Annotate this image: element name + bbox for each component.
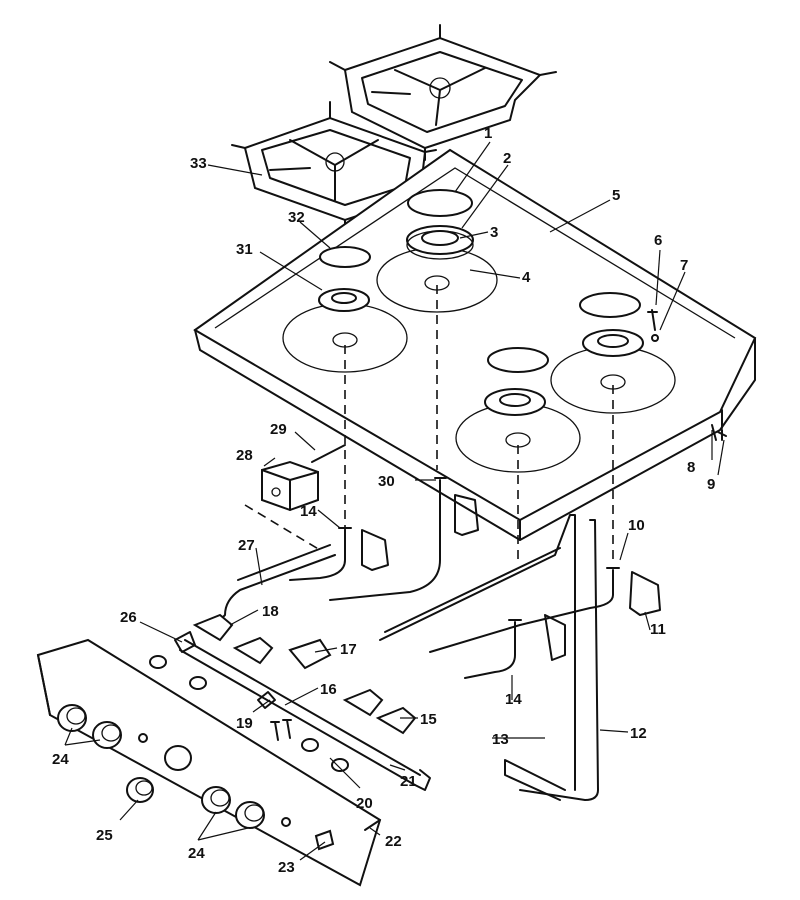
valve-manifold (179, 639, 431, 791)
grommet-7 (651, 334, 659, 342)
leader-lines (64, 141, 725, 861)
callout-28: 28 (236, 447, 253, 464)
alignment-lines (244, 285, 614, 560)
cooktop-panel (193, 148, 757, 541)
callout-30: 30 (378, 473, 395, 490)
knob-24-d (235, 801, 265, 829)
callout-27: 27 (238, 537, 255, 554)
callout-17: 17 (340, 641, 357, 658)
knob-25 (126, 777, 154, 803)
callout-25: 25 (96, 827, 113, 844)
callout-11: 11 (650, 621, 666, 638)
bracket-mid (361, 529, 389, 571)
callout-9: 9 (707, 476, 715, 493)
callout-32: 32 (288, 209, 305, 226)
callout-18: 18 (262, 603, 279, 620)
burner-tube-14-right (464, 619, 522, 679)
callout-labels: 1 2 3 4 5 6 7 8 9 10 11 12 13 14 14 15 1… (52, 125, 715, 876)
callout-15: 15 (420, 711, 437, 728)
bracket-center (544, 614, 566, 661)
callout-8: 8 (687, 459, 695, 476)
knob-24-b (92, 721, 122, 749)
callout-5: 5 (612, 187, 620, 204)
knob-24-a (57, 704, 87, 732)
leg-foot-8 (711, 424, 717, 441)
long-gas-line (379, 514, 576, 791)
washer-b (189, 676, 207, 690)
callout-24-right: 24 (188, 845, 205, 862)
callout-23: 23 (278, 859, 295, 876)
knob-24-c (201, 786, 231, 814)
callout-19: 19 (236, 715, 253, 732)
burner-head-large (406, 225, 474, 260)
screw-19b (282, 719, 292, 739)
switch-23 (314, 829, 335, 851)
washer-a (149, 655, 167, 669)
callout-12: 12 (630, 725, 647, 742)
bracket-upper (454, 494, 479, 536)
callout-20: 20 (356, 795, 373, 812)
burner-cap-large (407, 189, 473, 217)
leveling-screw-9 (717, 429, 727, 441)
callout-13: 13 (492, 731, 509, 748)
callout-29: 29 (270, 421, 287, 438)
callout-24-left: 24 (52, 751, 69, 768)
burner-head-small (318, 288, 370, 312)
callout-3: 3 (490, 224, 498, 241)
burner-cap-right-front (487, 347, 549, 373)
burner-cap-right-rear (579, 292, 641, 318)
callout-21: 21 (400, 773, 417, 790)
control-panel-22 (36, 638, 382, 887)
screw-19a (270, 721, 280, 741)
callout-31: 31 (236, 241, 253, 258)
washer-d (331, 758, 349, 772)
grate-rear (329, 24, 557, 161)
callout-4: 4 (522, 269, 531, 286)
hole-1 (138, 733, 148, 743)
callout-14-right: 14 (505, 691, 522, 708)
burner-cap-small (319, 246, 371, 268)
valve-set (174, 613, 417, 735)
hole-2 (281, 817, 291, 827)
callout-26: 26 (120, 609, 137, 626)
callout-22: 22 (385, 833, 402, 850)
callout-6: 6 (654, 232, 662, 249)
callout-10: 10 (628, 517, 645, 534)
washer-c (301, 738, 319, 752)
spark-electrode-29 (311, 444, 346, 463)
burner-tube-10 (429, 567, 620, 653)
orifice-tube-30 (329, 477, 447, 601)
callout-14-left: 14 (300, 503, 317, 520)
burner-tube-14-left (289, 527, 352, 581)
gas-valve-28 (261, 460, 319, 512)
igniter-window (164, 745, 192, 771)
callout-33: 33 (190, 155, 207, 172)
callout-7: 7 (680, 257, 688, 274)
screw-6 (647, 309, 658, 331)
callout-2: 2 (503, 150, 511, 167)
main-manifold-tube-27 (209, 544, 336, 631)
gas-tube-12 (519, 519, 599, 801)
burner-head-right-front (484, 388, 546, 416)
bracket-11 (629, 571, 661, 616)
burner-head-right-rear (582, 329, 644, 357)
gas-tube-13 (504, 759, 566, 801)
callout-16: 16 (320, 681, 337, 698)
callout-1: 1 (484, 125, 492, 142)
